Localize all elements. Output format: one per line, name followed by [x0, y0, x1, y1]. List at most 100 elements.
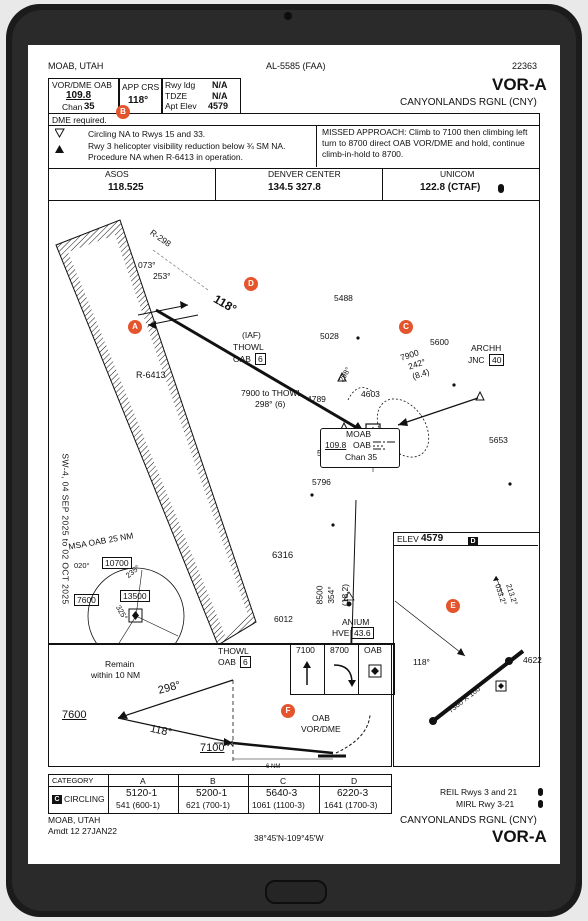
nav-info-box	[320, 428, 400, 468]
category-c: C	[280, 776, 287, 786]
location-label: MOAB, UTAH	[48, 61, 104, 71]
min-c-2: 1061 (1100-3)	[252, 800, 305, 810]
chart-id: AL-5585 (FAA)	[266, 61, 326, 71]
profile-6nm: 6 NM	[266, 764, 281, 770]
app-crs-label: APP CRS	[122, 82, 160, 92]
restricted-area-label: R-6413	[136, 370, 166, 380]
elev-4622: 4622	[523, 655, 542, 665]
course-073-label: 073°	[138, 260, 156, 270]
navbox-name: MOAB	[346, 429, 372, 439]
amdt-label: Amdt 12 27JAN22	[48, 826, 117, 836]
footer-procedure: VOR-A	[492, 827, 547, 846]
circling-label: CIRCLING	[64, 794, 105, 804]
airport-diagram	[393, 532, 540, 767]
minimums-category-label: CATEGORY	[52, 776, 94, 785]
marker-c[interactable]: C	[399, 320, 413, 334]
msa-020: 020°	[74, 561, 90, 570]
rwy-ldg-label: Rwy ldg	[165, 80, 196, 90]
profile-oab: OAB	[312, 713, 330, 723]
c-symbol-icon: C	[52, 795, 62, 804]
jnc-label: JNC	[468, 355, 485, 365]
tdze-label: TDZE	[165, 91, 188, 101]
apt-diagram-elev: 4579	[421, 533, 444, 544]
category-b: B	[210, 776, 216, 786]
nav-freq: 109.8	[66, 90, 92, 101]
marker-b[interactable]: B	[116, 105, 130, 119]
chart-number: 22363	[512, 61, 538, 71]
jnc-dme-box: 40	[489, 354, 505, 366]
comm-freq-center: 134.5 327.8	[268, 182, 321, 193]
min-c-1: 5640-3	[266, 788, 298, 799]
elev-6012: 6012	[274, 614, 293, 624]
dme-required: DME required.	[52, 115, 107, 125]
min-b-2: 621 (700-1)	[186, 800, 230, 810]
elev-5796: 5796	[312, 477, 331, 487]
apt-crs-118: 118°	[413, 657, 430, 667]
profile-alt-7600: 7600	[62, 709, 87, 721]
airport-diagram-map	[394, 575, 525, 725]
min-a-1: 5120-1	[126, 788, 158, 799]
min-a-2: 541 (600-1)	[116, 800, 160, 810]
elev-4789: 4789	[307, 394, 326, 404]
thowl-oab-label: OAB	[233, 354, 251, 364]
elev-5028: 5028	[320, 331, 339, 341]
iaf-label: (IAF)	[242, 330, 261, 340]
apt-elev: 4579	[208, 101, 229, 111]
morse-code-icon	[373, 441, 395, 450]
minimums-table	[48, 774, 392, 814]
comm-label-unicom: UNICOM	[440, 169, 475, 179]
min-b-1: 5200-1	[196, 788, 228, 799]
notes-warning-icons	[55, 128, 65, 153]
navbox-freq: 109.8	[325, 440, 347, 450]
min-d-2: 1641 (1700-3)	[324, 800, 378, 810]
reil-info: REIL Rwys 3 and 21	[440, 787, 518, 797]
profile-within: within 10 NM	[91, 670, 141, 680]
elev-5488: 5488	[334, 293, 353, 303]
thowl-dme-box: 6	[255, 353, 266, 365]
hve-dme-box: 43.6	[351, 627, 374, 639]
comm-label-asos: ASOS	[105, 169, 129, 179]
marker-e[interactable]: E	[446, 599, 460, 613]
mirl-info: MIRL Rwy 3-21	[456, 799, 515, 809]
reil-icon	[538, 788, 543, 796]
anium-label: ANIUM	[342, 617, 370, 627]
profile-thowl: THOWL	[218, 646, 249, 656]
ctaf-icon	[498, 184, 504, 193]
missed-icon-oab: OAB	[364, 645, 382, 655]
profile-view-map: ✕	[117, 679, 371, 764]
hve-label: HVE	[332, 628, 350, 638]
course-253-label: 253°	[153, 271, 171, 281]
msa-sector-13500: 13500	[120, 590, 150, 602]
profile-vor-dme: VOR/DME	[301, 724, 341, 734]
chan-value: 35	[84, 101, 95, 112]
to-thowl-label: 7900 to THOWL	[241, 388, 303, 398]
marker-d[interactable]: D	[244, 277, 258, 291]
comm-label-center: DENVER CENTER	[268, 169, 341, 179]
marker-a[interactable]: A	[128, 320, 142, 334]
anium-course: 354°	[325, 586, 336, 604]
footer-location: MOAB, UTAH	[48, 815, 101, 825]
mirl-icon	[538, 800, 543, 808]
anium-dist: (18.2)	[340, 583, 351, 607]
apt-diagram-elev-label: ELEV	[397, 534, 419, 544]
navbox-chan: Chan 35	[345, 452, 378, 462]
navbox-id: OAB	[353, 440, 371, 450]
thowl-fix-label: THOWL	[233, 342, 264, 352]
home-button[interactable]	[265, 880, 327, 904]
archh-label: ARCHH	[471, 343, 502, 353]
elev-4603: 4603	[361, 389, 380, 399]
category-d: D	[351, 776, 358, 786]
to-thowl-course: 298° (6)	[255, 399, 286, 409]
footer-airport: CANYONLANDS RGNL (CNY)	[400, 815, 537, 826]
profile-thowl-dme: 6	[240, 656, 251, 668]
profile-alt-7100: 7100	[200, 742, 225, 754]
comm-freq-unicom: 122.8 (CTAF)	[420, 182, 481, 193]
marker-f[interactable]: F	[281, 704, 295, 718]
missed-approach-text: MISSED APPROACH: Climb to 7100 then clim…	[322, 127, 528, 159]
d-symbol-icon: D	[468, 537, 478, 546]
chan-label: Chan	[62, 102, 83, 112]
elev-5600: 5600	[430, 337, 449, 347]
svg-text:✕: ✕	[226, 739, 234, 750]
msa-sector-10700: 10700	[102, 557, 132, 569]
msa-sector-7600: 7600	[74, 594, 99, 606]
